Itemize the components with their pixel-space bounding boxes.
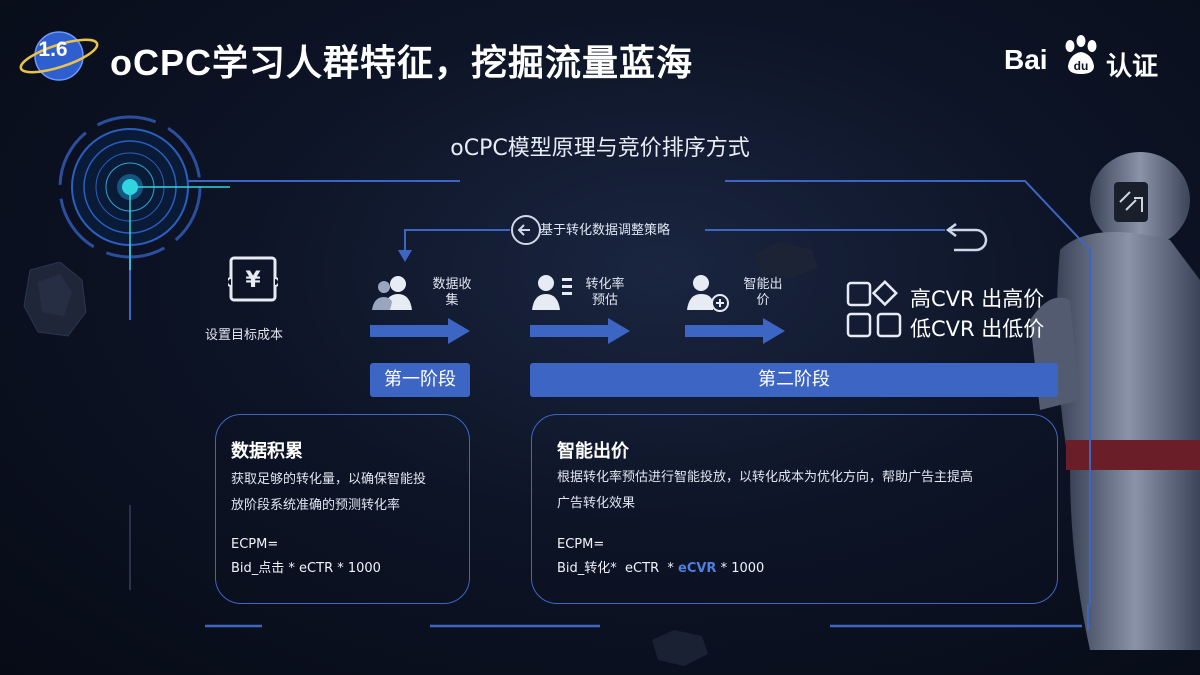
shapes-icon-low: [846, 312, 902, 338]
result-low-cvr: 低CVR 出低价: [910, 317, 1045, 341]
rock-decoration-bottom: [652, 630, 708, 666]
card-data-accumulation: 数据积累 获取足够的转化量，以确保智能投 放阶段系统准确的预测转化率 ECPM=…: [215, 414, 470, 604]
step-label-bid: 智能出 价: [743, 277, 783, 308]
card-title-data: 数据积累: [231, 441, 303, 462]
logo-suffix: 认证: [1106, 52, 1159, 82]
back-arrow-circle-icon: [511, 215, 541, 245]
stage-two-label: 第二阶段: [530, 363, 1058, 397]
rock-decoration-left: [23, 262, 87, 337]
step-label-cvr: 转化率 预估: [585, 277, 625, 308]
card-body-bid: 根据转化率预估进行智能投放，以转化成本为优化方向，帮助广告主提高 广告转化效果: [557, 470, 974, 511]
user-add-icon: [687, 275, 729, 312]
stage-one-label: 第一阶段: [370, 363, 470, 397]
flow-arrow-3: [685, 318, 785, 344]
rock-decoration-center: [754, 242, 818, 278]
formula-bid: ECPM= Bid_转化* eCTR * eCVR * 1000: [557, 537, 765, 576]
user-list-icon: [532, 275, 572, 310]
baidu-paw-logo: du: [1065, 35, 1097, 74]
planet-badge: [19, 31, 99, 81]
section-number: 1.6: [38, 38, 68, 61]
step-label-collect: 数据收 集: [432, 277, 472, 308]
loop-label: 基于转化数据调整策略: [540, 223, 671, 238]
logo-text: Bai: [1004, 44, 1048, 75]
diagram-subtitle: oCPC模型原理与竞价排序方式: [450, 136, 750, 161]
ecvr-highlight: eCVR: [678, 561, 717, 576]
ticket-yen-icon: ¥: [228, 256, 278, 302]
card-body-data: 获取足够的转化量，以确保智能投 放阶段系统准确的预测转化率: [231, 472, 427, 513]
formula-data: ECPM= Bid_点击 * eCTR * 1000: [231, 537, 381, 576]
flow-arrow-2: [530, 318, 630, 344]
flow-arrow-1: [370, 318, 470, 344]
svg-text:du: du: [1074, 59, 1089, 73]
svg-text:¥: ¥: [245, 268, 261, 293]
shapes-icon-high: [846, 280, 898, 307]
step-label-target: 设置目标成本: [205, 328, 284, 343]
result-high-cvr: 高CVR 出高价: [910, 287, 1045, 311]
card-smart-bidding: 智能出价 根据转化率预估进行智能投放，以转化成本为优化方向，帮助广告主提高 广告…: [531, 414, 1058, 604]
card-title-bid: 智能出价: [557, 441, 629, 462]
radar-target: [58, 115, 230, 270]
page-title: oCPC学习人群特征，挖掘流量蓝海: [110, 42, 693, 83]
undo-arrow-icon: [945, 223, 988, 252]
users-icon: [372, 276, 412, 310]
